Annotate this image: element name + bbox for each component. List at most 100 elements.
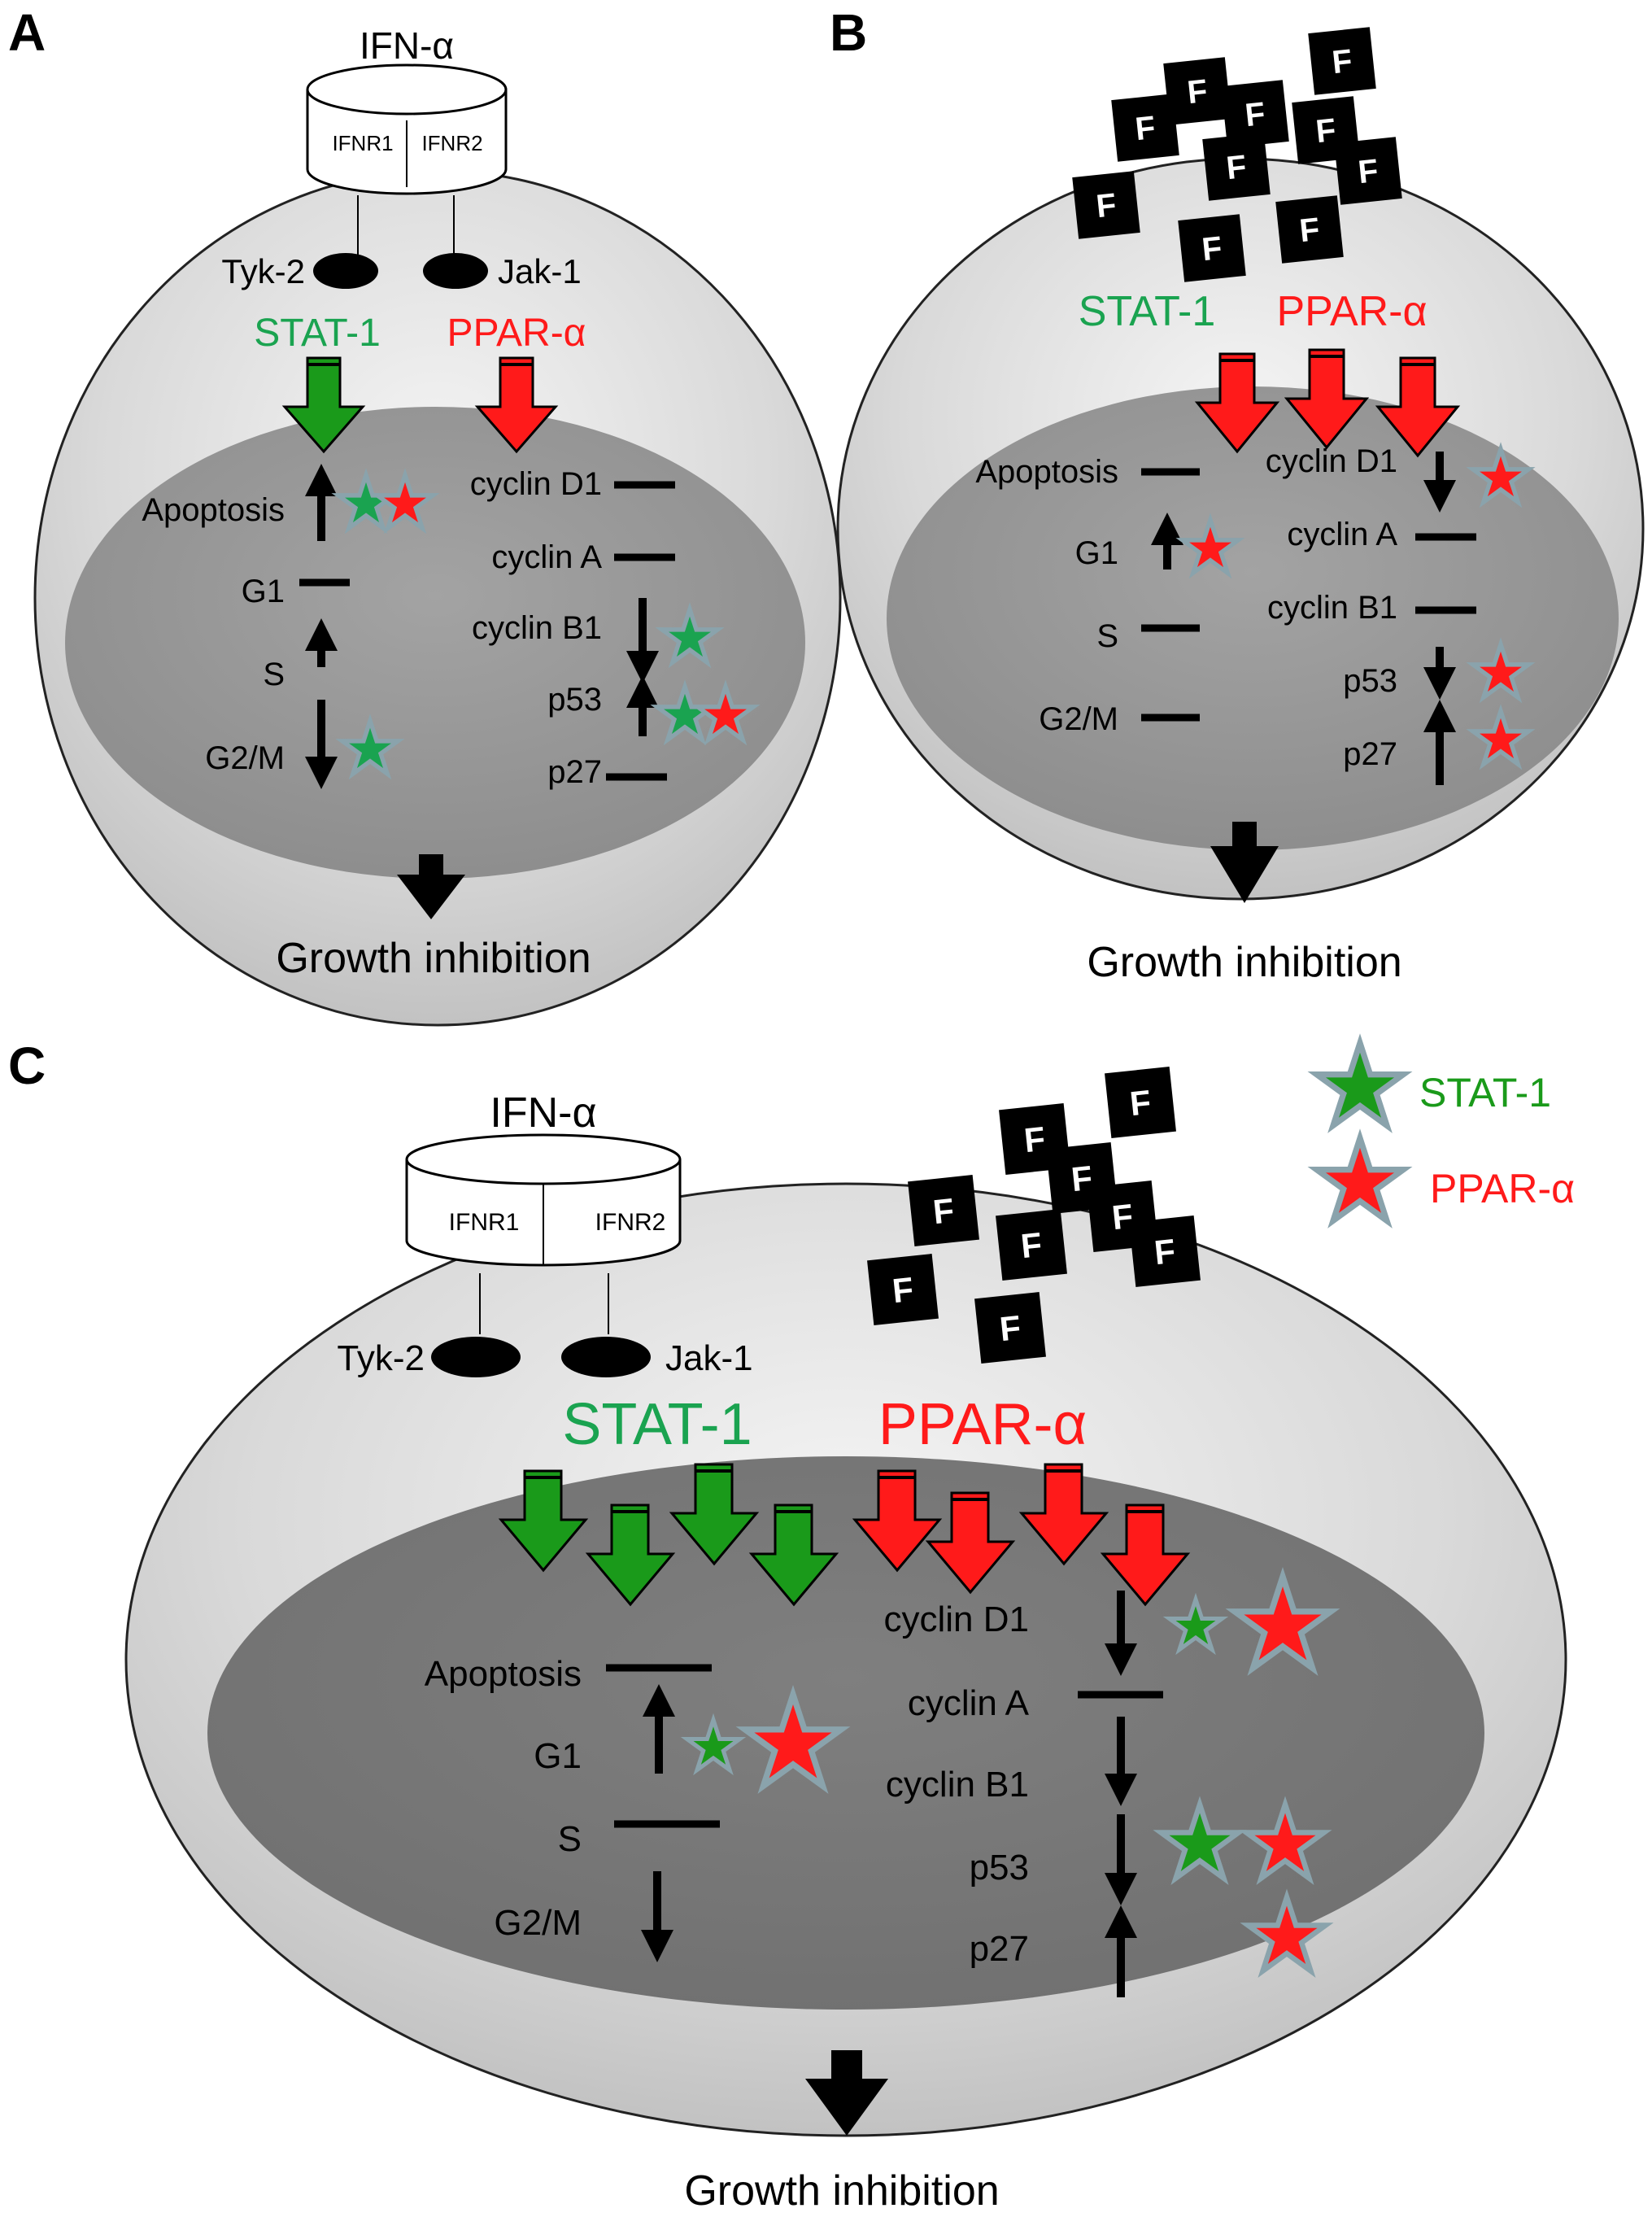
f-box: F — [974, 1292, 1046, 1364]
panel-a-label-apoptosis: Apoptosis — [142, 492, 285, 528]
star-icon — [1153, 1796, 1247, 1885]
panel-c-label-cyclin-b1: cyclin B1 — [886, 1765, 1029, 1805]
svg-text:F: F — [1019, 1225, 1044, 1265]
panel-a-receptor — [306, 63, 508, 195]
star-icon — [1162, 1592, 1229, 1656]
panel-c-factor2: PPAR-α — [878, 1392, 1087, 1457]
panel-b-label-cyclin-b1: cyclin B1 — [1267, 590, 1397, 626]
panel-c-ppar-arrow — [1018, 1463, 1109, 1566]
f-box: F — [1221, 80, 1289, 148]
panel-b-label-p53: p53 — [1343, 663, 1397, 699]
panel-a-label-cyclin-b1: cyclin B1 — [472, 610, 602, 646]
panel-b-label-cyclin-a: cyclin A — [1287, 517, 1397, 552]
panel-a-label-p27: p27 — [547, 754, 602, 790]
panel-c-ppar-arrow — [925, 1491, 1016, 1595]
panel-a-label-g2m: G2/M — [205, 740, 285, 776]
panel-b-ppar-arrow — [1194, 352, 1280, 454]
star-icon — [680, 1713, 747, 1776]
panel-a-label-s: S — [263, 657, 285, 692]
f-box: F — [1129, 1215, 1201, 1287]
star-icon — [335, 714, 405, 780]
panel-c-label-s: S — [558, 1819, 582, 1859]
f-box: F — [1105, 1067, 1176, 1138]
panel-c-label-g1: G1 — [534, 1736, 582, 1776]
f-box: F — [1178, 214, 1246, 282]
panel-c-receptor1: IFNR1 — [449, 1209, 520, 1236]
f-box: F — [1163, 57, 1231, 125]
panel-c-label-p53: p53 — [970, 1848, 1029, 1888]
panel-b-outcome-arrow — [1210, 822, 1279, 903]
panel-c-stat1-arrow — [748, 1503, 839, 1607]
panel-c-outcome-arrow — [805, 2050, 888, 2136]
star-icon — [1240, 1888, 1334, 1978]
f-box: F — [1072, 171, 1140, 239]
svg-text:F: F — [1244, 96, 1267, 133]
svg-text:F: F — [1298, 212, 1322, 249]
f-box: F — [867, 1254, 939, 1325]
panel-b-factor2: PPAR-α — [1276, 288, 1427, 335]
panel-c-stars — [680, 1566, 1340, 1978]
panel-a-factor2: PPAR-α — [447, 312, 586, 355]
panel-a-stat1-arrow — [281, 356, 366, 454]
star-icon — [1238, 1796, 1332, 1885]
panel-c-kinase1: Tyk-2 — [337, 1338, 425, 1378]
svg-text:F: F — [998, 1308, 1022, 1348]
panel-c-jak1-blob — [561, 1337, 651, 1377]
svg-text:F: F — [1201, 230, 1224, 268]
panel-a-ppar-arrow — [474, 356, 559, 454]
panel-c-label-apoptosis: Apoptosis — [425, 1654, 582, 1694]
svg-text:F: F — [1095, 187, 1118, 225]
panel-b-label-apoptosis: Apoptosis — [975, 454, 1118, 490]
svg-text:F: F — [931, 1191, 956, 1231]
panel-b-label-p27: p27 — [1343, 736, 1397, 772]
panel-a-ligand: IFN-α — [360, 24, 454, 67]
panel-c-outcome: Growth inhibition — [684, 2167, 999, 2215]
panel-b-factor1: STAT-1 — [1079, 288, 1216, 335]
panel-c-receptor — [405, 1133, 682, 1267]
legend-ppar-star-icon — [1307, 1128, 1413, 1229]
panel-b-stars — [1175, 442, 1536, 770]
panel-c-receptor2: IFNR2 — [595, 1209, 666, 1236]
svg-text:F: F — [891, 1270, 915, 1310]
panel-c-ppar-arrow — [1100, 1503, 1191, 1607]
svg-text:F: F — [1022, 1119, 1047, 1159]
f-box: F — [1275, 195, 1344, 264]
star-icon — [1225, 1566, 1340, 1676]
star-icon — [1466, 704, 1536, 770]
panel-a-tyk2-blob — [313, 253, 378, 289]
panel-c-nucleus — [207, 1456, 1484, 2010]
svg-text:F: F — [1314, 112, 1338, 150]
svg-text:F: F — [1357, 153, 1380, 190]
panel-c-letter: C — [8, 1036, 46, 1095]
panel-a-letter: A — [8, 3, 46, 62]
panel-c-stat1-arrow — [669, 1463, 760, 1566]
f-box: F — [1111, 94, 1179, 162]
panel-a-outcome: Growth inhibition — [276, 935, 591, 982]
f-box: F — [996, 1209, 1067, 1281]
panel-c-tyk2-blob — [431, 1337, 521, 1377]
panel-a-label-p53: p53 — [547, 682, 602, 718]
f-box: F — [908, 1175, 979, 1246]
panel-b-ppar-arrow — [1284, 348, 1370, 450]
panel-a-nucleus — [65, 407, 805, 879]
panel-c-stat1-arrow — [585, 1503, 676, 1607]
panel-a-receptor2: IFNR2 — [421, 131, 482, 155]
panel-c-label-cyclin-a: cyclin A — [908, 1683, 1030, 1723]
star-icon — [1466, 637, 1536, 704]
panel-a-label-cyclin-d1: cyclin D1 — [470, 466, 602, 502]
panel-a-outcome-arrow — [397, 854, 465, 919]
panel-a-stars — [331, 468, 761, 780]
panel-c-label-g2m: G2/M — [494, 1903, 582, 1943]
panel-c-factor1: STAT-1 — [562, 1392, 752, 1457]
legend-stat1-label: STAT-1 — [1419, 1070, 1551, 1115]
panel-b: B F F F F F F F F F F STAT-1 PPAR-α — [830, 3, 1645, 986]
svg-text:F: F — [1331, 43, 1354, 81]
panel-c-stat1-arrow — [498, 1469, 589, 1573]
panel-a-kinase2: Jak-1 — [498, 252, 582, 290]
svg-text:F: F — [1225, 149, 1249, 186]
star-icon — [735, 1684, 851, 1794]
panel-a-jak1-blob — [423, 253, 488, 289]
panel-b-label-g2m: G2/M — [1039, 701, 1118, 737]
panel-a: A IFN-α IFNR1 IFNR2 Tyk-2 Jak-1 STAT-1 P… — [8, 3, 842, 1027]
f-box: F — [1202, 133, 1271, 201]
